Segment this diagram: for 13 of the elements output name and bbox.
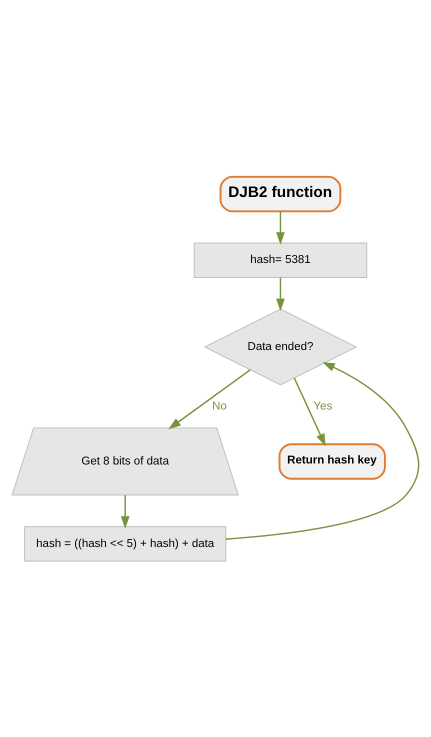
arrow — [226, 362, 420, 540]
arrow — [120, 494, 130, 528]
node-box: hash= 5381 — [194, 242, 368, 278]
arrow — [276, 211, 285, 244]
arrow — [168, 368, 251, 429]
arrow — [294, 377, 326, 446]
edge-label: Yes — [314, 400, 332, 412]
node-diamond: Data ended? — [204, 308, 358, 385]
node-box: Return hash key — [278, 442, 386, 480]
node-box: DJB2 function — [220, 175, 342, 212]
arrow — [276, 277, 285, 311]
node-box: hash = ((hash << 5) + hash) + data — [24, 526, 226, 562]
edge-label: No — [212, 400, 227, 412]
